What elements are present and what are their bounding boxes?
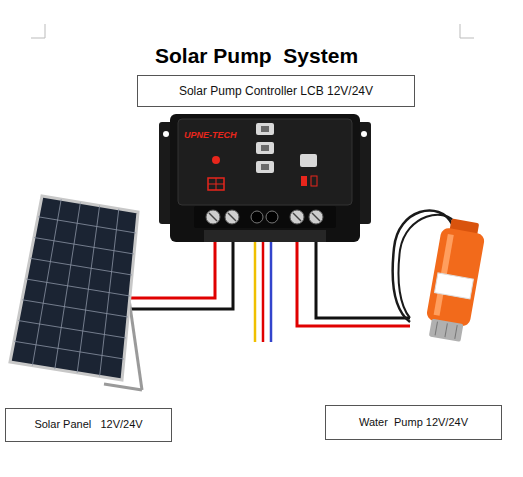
status-led bbox=[261, 164, 269, 170]
cell-line bbox=[18, 321, 126, 339]
cable-lip bbox=[204, 230, 326, 242]
mount-hole bbox=[361, 131, 367, 137]
inlet-slot bbox=[445, 323, 447, 337]
panel-frame bbox=[10, 196, 138, 380]
terminal-screw bbox=[309, 210, 323, 224]
yellow-wire bbox=[254, 240, 257, 342]
terminal-screw bbox=[290, 210, 304, 224]
sensor-port bbox=[266, 211, 278, 223]
pump-controller bbox=[159, 114, 371, 242]
panel-icon bbox=[208, 178, 224, 190]
label-box: Solar Pump Controller LCB 12V/24V bbox=[137, 75, 415, 107]
box-label: Water Pump 12V/24V bbox=[359, 416, 468, 429]
cell-line bbox=[14, 341, 124, 359]
cell-line bbox=[26, 279, 130, 296]
pump-sticker bbox=[434, 273, 473, 299]
pump-icon bbox=[311, 176, 317, 186]
inlet-slot bbox=[435, 322, 437, 336]
terminal-screw bbox=[225, 210, 239, 224]
label-box: Solar Panel 12V/24V bbox=[5, 408, 172, 442]
blue-wire bbox=[270, 240, 273, 342]
diagram-title: Solar Pump System bbox=[155, 43, 358, 68]
mount-hole bbox=[163, 131, 169, 137]
terminal-screw bbox=[206, 210, 220, 224]
brand-label: UPNE-TECH bbox=[184, 131, 237, 141]
terminal-strip bbox=[194, 206, 336, 228]
crop-mark bbox=[31, 24, 474, 38]
black-wire bbox=[128, 240, 233, 309]
wiring bbox=[128, 240, 410, 342]
status-led bbox=[261, 126, 269, 132]
pump-body bbox=[423, 217, 487, 343]
status-led bbox=[300, 154, 317, 167]
controller-body bbox=[170, 114, 360, 242]
indicator-dot bbox=[212, 156, 220, 164]
status-led bbox=[256, 142, 274, 154]
screw-slot bbox=[293, 213, 301, 221]
screw-slot bbox=[312, 213, 320, 221]
crop-mark bbox=[31, 24, 45, 38]
box-label: Solar Pump Controller LCB 12V/24V bbox=[179, 84, 373, 98]
screw-slot bbox=[209, 213, 320, 221]
screw-slot bbox=[209, 213, 217, 221]
pump-icon bbox=[301, 176, 307, 186]
red-wire bbox=[130, 240, 215, 298]
cell-line bbox=[22, 300, 128, 317]
solar-panel bbox=[10, 196, 142, 390]
controller-face bbox=[178, 119, 352, 205]
status-led bbox=[261, 145, 269, 151]
inlet-slot bbox=[455, 325, 457, 339]
pump-inlet bbox=[429, 319, 464, 342]
status-led bbox=[256, 123, 274, 135]
cell-line bbox=[38, 217, 136, 233]
cell-line bbox=[34, 238, 134, 255]
black-wire bbox=[316, 240, 410, 318]
cell-line bbox=[30, 258, 132, 275]
label-box: Water Pump 12V/24V bbox=[325, 405, 502, 440]
water-pump bbox=[393, 211, 488, 343]
screw-slot bbox=[228, 213, 236, 221]
panel-cells bbox=[14, 199, 136, 376]
panel-stand bbox=[104, 384, 142, 390]
panel-icon bbox=[208, 184, 224, 185]
sensor-port bbox=[251, 211, 263, 223]
red-wire bbox=[262, 240, 265, 342]
status-led bbox=[256, 161, 274, 173]
pump-housing bbox=[426, 227, 486, 327]
crop-mark bbox=[460, 24, 474, 38]
box-label: Solar Panel 12V/24V bbox=[34, 418, 142, 431]
